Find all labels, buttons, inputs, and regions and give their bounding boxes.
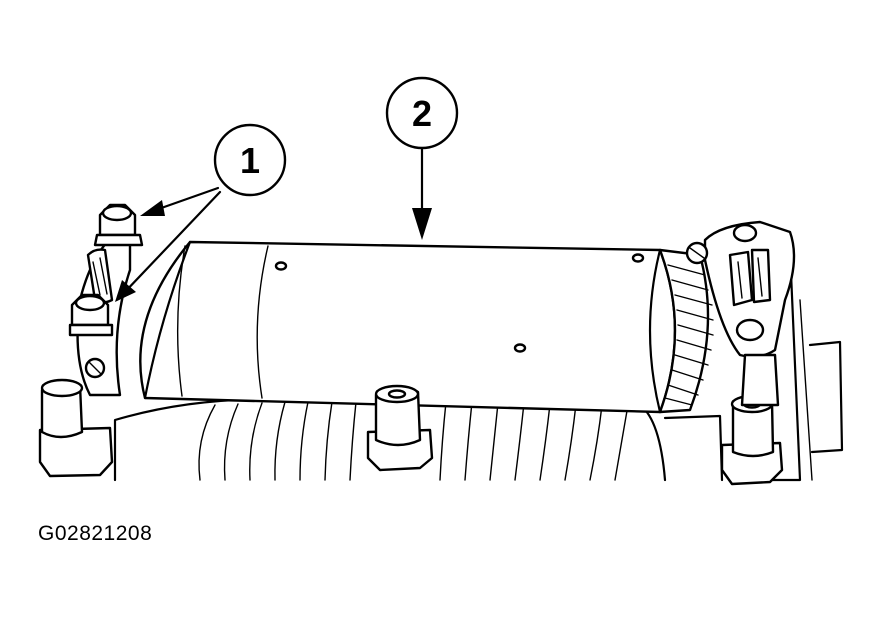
figure-code: G02821208 [38, 522, 153, 545]
callout-1-arrow-upper [140, 200, 165, 216]
lower-bolt [68, 293, 114, 337]
callout-1: 1 [115, 123, 287, 302]
callout-1-label: 1 [240, 140, 260, 181]
callout-1-arrow-lower [115, 280, 136, 302]
stud-right [720, 353, 784, 486]
stud-left [38, 378, 114, 478]
callout-2-label: 2 [412, 93, 432, 134]
drive-gear [658, 248, 714, 414]
upper-bolt [93, 203, 144, 247]
stud-center [366, 384, 434, 472]
right-mounting-flange [685, 220, 796, 358]
callout-2: 2 [385, 76, 459, 240]
callout-2-arrow [412, 208, 432, 240]
